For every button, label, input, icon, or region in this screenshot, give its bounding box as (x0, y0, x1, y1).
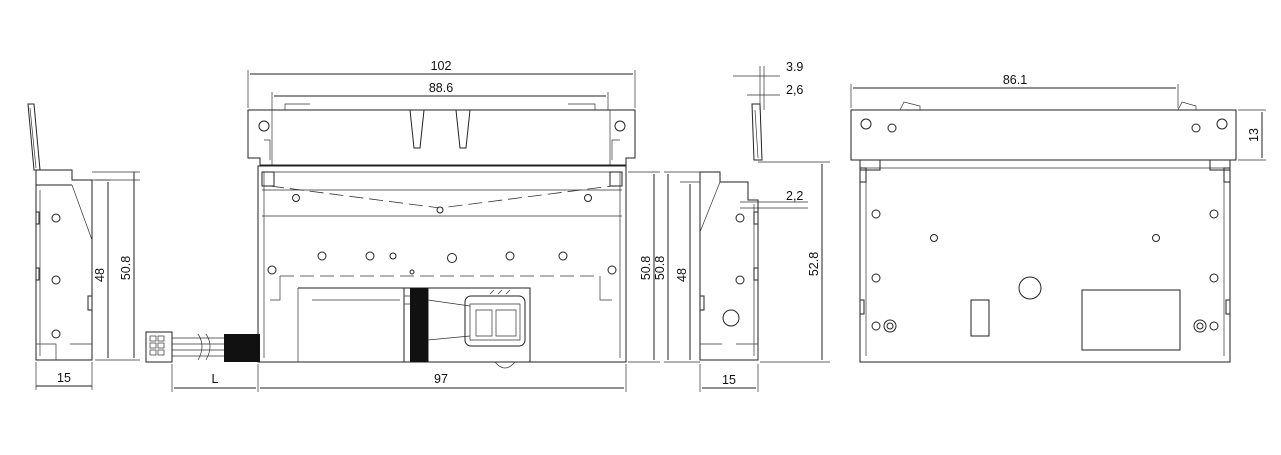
front-view: 102 88.6 (145, 59, 660, 392)
front-overall-width: 102 (431, 59, 452, 73)
front-right-height: 50.8 (639, 256, 653, 280)
rear-height-total: 52.8 (807, 252, 821, 276)
side-width: 15 (722, 373, 736, 387)
front-cable-length: L (212, 372, 219, 386)
left-side-view: 48 50.8 15 (27, 103, 140, 390)
front-body-width: 97 (434, 372, 448, 386)
rear-view: 86.1 13 (850, 73, 1266, 363)
front-inner-width: 88.6 (429, 81, 453, 95)
side-top-a: 3.9 (786, 60, 803, 74)
side-height-a: 50.8 (653, 256, 667, 280)
left-inner-height: 48 (93, 268, 107, 282)
side-mid: 2,2 (786, 189, 803, 203)
rear-top-width: 86.1 (1003, 73, 1027, 87)
right-side-view: 3.9 2,6 2,2 50.8 48 52.8 15 (653, 60, 830, 392)
side-height-b: 48 (675, 268, 689, 282)
left-width: 15 (57, 371, 71, 385)
left-outer-height: 50.8 (119, 256, 133, 280)
side-top-b: 2,6 (786, 83, 803, 97)
rear-flange: 13 (1247, 128, 1261, 142)
